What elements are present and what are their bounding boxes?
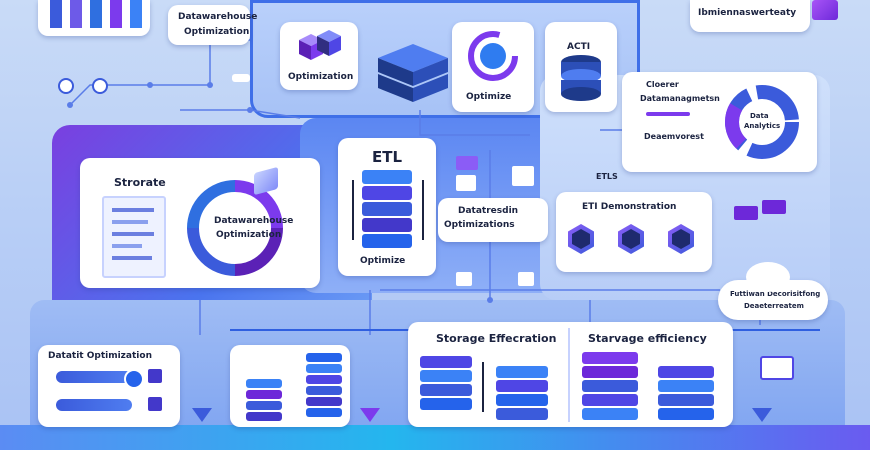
datawarehouse-label: Datawarehouse [214,216,294,226]
hex-node-icon [568,224,594,254]
optimize-top-label: Optimize [466,92,512,102]
top-data-label: Datawarehouse [178,12,258,22]
down-arrow-icon [192,408,212,422]
node-tag [232,74,250,82]
bar-chart-card [38,0,150,36]
top-right-label: Ibmiennaswerteaty [698,8,797,18]
up-arrow [422,180,424,240]
small-doc-icon [456,175,476,191]
node-dot [92,78,108,94]
etls-tag: ETLS [596,172,618,181]
server-stack [420,356,472,422]
optimization-mid-label: Optimization [216,230,282,240]
home-icon [512,166,534,186]
lock-icon [148,397,162,411]
progress-line [646,112,690,116]
cycle-arrows-icon [187,180,283,276]
top-right-card: Ibmiennaswerteaty [690,0,810,32]
data-optimization-card: Datatit Optimization [38,345,180,427]
server-stack [246,379,282,423]
server-stacks-card [230,345,350,427]
optimize-mid-label: Optimize [360,256,406,266]
right-card-label-3: Deaemvorest [644,132,704,141]
chart-bar [70,0,82,28]
acti-card: ACTI [545,22,617,112]
server-stack [362,170,412,250]
optimization-card: Optimization [280,22,358,90]
right-card-label-2: Datamanagmetsn [640,94,720,103]
small-screen-icon [734,206,758,220]
up-arrow [352,180,354,240]
cloud-database-icon [561,55,601,101]
ring-label-2: Analytics [744,122,781,130]
data-opt-label: Datatit Optimization [48,351,152,361]
etl-card: ETL Optimize [338,138,436,276]
storage-eff-label-2: Starvage efficiency [588,332,707,345]
purple-cube-icon [812,0,838,20]
server-stack [496,366,548,422]
toggle-knob [124,369,144,389]
server-stack [306,353,342,423]
server-stack [658,366,714,422]
cloud-bump [746,262,790,292]
storage-efficiency-card: Storage Effecration Starvage efficiency [408,322,733,427]
ring-chart-icon [725,85,799,159]
chart-bar [130,0,142,28]
cloud-text-1: Futtiwan Decorisitfong [730,290,821,298]
node-dot [58,78,74,94]
small-screen-icon [762,200,786,214]
hex-node-icon [668,224,694,254]
acti-label: ACTI [567,42,591,52]
etl-dash-label: ETI Demonstration [582,202,677,212]
etl-demonstration-card: ETI Demonstration [556,192,712,272]
bottom-gradient-strip [0,425,870,450]
ring-label-1: Data [750,112,769,120]
optimize-ring-card: Optimize [452,22,534,112]
chart-bar [90,0,102,28]
top-data-card: Datawarehouse Optimization [168,5,257,45]
right-card-label-1: Cloerer [646,80,679,89]
document-icon [102,196,166,278]
chart-bar [50,0,62,28]
card-divider [568,328,570,422]
down-arrow-icon [360,408,380,422]
storage-eff-label-1: Storage Effecration [436,332,557,345]
dataprocess-sublabel: Optimizations [444,220,515,230]
right-ring-card: Cloerer Datamanagmetsn Deaemvorest Data … [622,72,817,172]
dataprocess-label: Datatresdin [458,206,519,216]
small-window-icon [456,156,478,170]
storage-card: Strorate Datawarehouse Optimization [80,158,320,288]
optimization-card-label: Optimization [288,72,354,82]
lock-icon [456,272,472,286]
data-processing-card: Datatresdin Optimizations [438,198,548,242]
chart-bar [110,0,122,28]
lock-icon [148,369,162,383]
refresh-ring-icon [468,31,518,81]
monitor-icon [760,356,794,380]
up-arrow [482,362,484,412]
etl-label: ETL [372,148,403,166]
cloud-text-2: Deaeterreatem [744,302,804,310]
storage-card-label: Strorate [114,176,166,189]
cube-stack-icon [299,30,341,60]
down-arrow-icon [752,408,772,422]
toggle-slider [56,371,132,383]
server-stack [582,352,638,422]
hex-node-icon [618,224,644,254]
server-stack-icon [378,44,448,102]
lock-icon [518,272,534,286]
top-data-sublabel: Optimization [184,27,250,37]
toggle-slider [56,399,132,411]
